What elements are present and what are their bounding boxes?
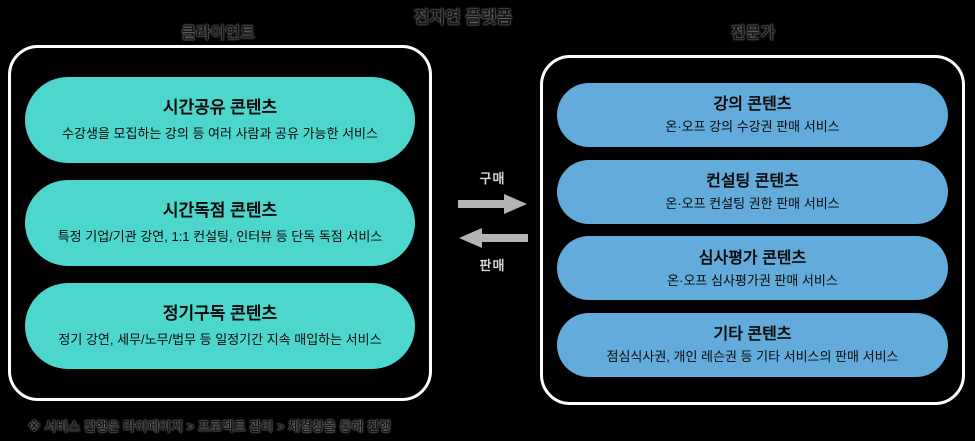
buy-label: 구매 — [479, 171, 506, 186]
pill-title: 정기구독 콘텐츠 — [162, 304, 278, 323]
expert-pill-etc: 기타 콘텐츠 점심식사권, 개인 레슨권 등 기타 서비스의 판매 서비스 — [557, 313, 948, 378]
buy-arrow-icon — [457, 194, 527, 214]
pill-title: 컨설팅 콘텐츠 — [706, 172, 799, 190]
pill-title: 강의 콘텐츠 — [713, 95, 792, 113]
pill-title: 시간독점 콘텐츠 — [162, 201, 278, 220]
expert-pill-evaluation: 심사평가 콘텐츠 온·오프 심사평가권 판매 서비스 — [557, 236, 948, 301]
sell-arrow-icon — [458, 228, 528, 248]
pill-desc: 특정 기업/기관 강연, 1:1 컨설팅, 인터뷰 등 단독 독점 서비스 — [57, 229, 383, 245]
pill-title: 기타 콘텐츠 — [713, 326, 792, 344]
pill-title: 심사평가 콘텐츠 — [698, 249, 807, 267]
client-pill-subscription: 정기구독 콘텐츠 정기 강연, 세무/노무/법무 등 일정기간 지속 매입하는 … — [25, 283, 415, 369]
expert-panel: 강의 콘텐츠 온·오프 강의 수강권 판매 서비스 컨설팅 콘텐츠 온·오프 컨… — [540, 55, 965, 405]
sell-label: 판매 — [479, 258, 506, 273]
client-pill-time-share: 시간공유 콘텐츠 수강생을 모집하는 강의 등 여러 사람과 공유 가능한 서비… — [25, 77, 415, 163]
pill-desc: 온·오프 컨설팅 권한 판매 서비스 — [665, 195, 840, 211]
pill-desc: 수강생을 모집하는 강의 등 여러 사람과 공유 가능한 서비스 — [62, 126, 378, 142]
platform-title: 전지연 플랫폼 — [413, 8, 513, 27]
client-section-label: 클라이언트 — [181, 25, 255, 42]
pill-title: 시간공유 콘텐츠 — [162, 98, 278, 117]
footnote: ※ 서비스 진행은 마이페이지 > 프로젝트 관리 > 체결창을 통해 진행 — [28, 419, 391, 434]
client-panel: 시간공유 콘텐츠 수강생을 모집하는 강의 등 여러 사람과 공유 가능한 서비… — [8, 45, 432, 401]
expert-pill-consulting: 컨설팅 콘텐츠 온·오프 컨설팅 권한 판매 서비스 — [557, 159, 948, 224]
expert-section-label: 전문가 — [730, 25, 776, 42]
expert-pill-lecture: 강의 콘텐츠 온·오프 강의 수강권 판매 서비스 — [557, 82, 948, 147]
transaction-flow: 구매 판매 — [445, 168, 540, 274]
pill-desc: 온·오프 강의 수강권 판매 서비스 — [665, 119, 840, 135]
pill-desc: 온·오프 심사평가권 판매 서비스 — [667, 272, 838, 288]
client-pill-time-exclusive: 시간독점 콘텐츠 특정 기업/기관 강연, 1:1 컨설팅, 인터뷰 등 단독 … — [25, 180, 415, 266]
pill-desc: 점심식사권, 개인 레슨권 등 기타 서비스의 판매 서비스 — [606, 349, 899, 365]
pill-desc: 정기 강연, 세무/노무/법무 등 일정기간 지속 매입하는 서비스 — [58, 332, 382, 348]
